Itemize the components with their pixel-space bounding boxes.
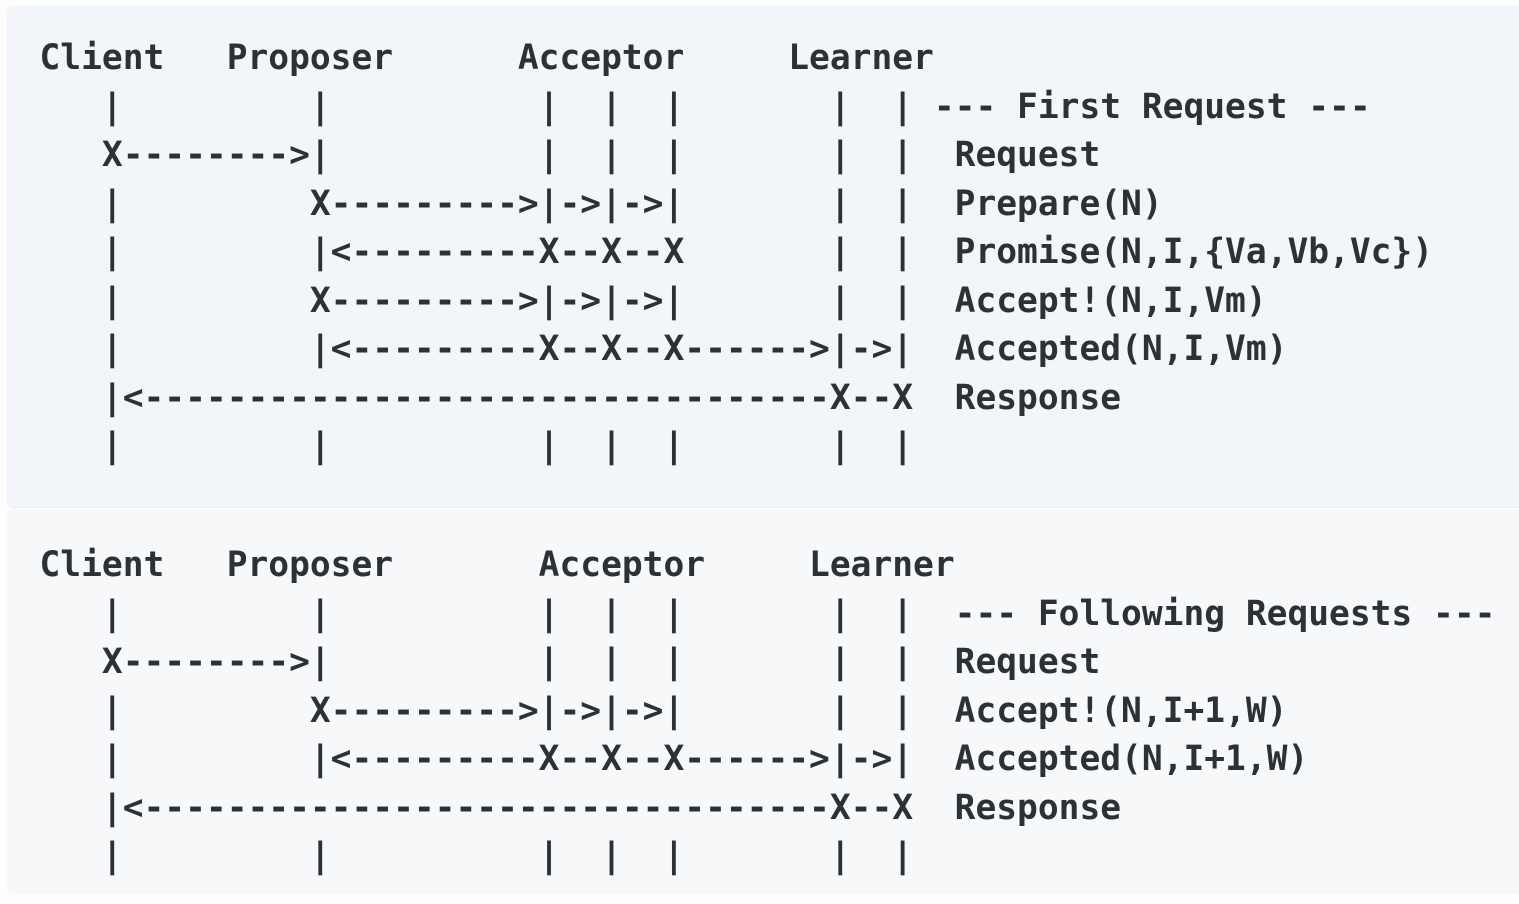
sequence-diagram-first-request: Client Proposer Acceptor Learner | | | |… [39, 38, 1434, 466]
code-block-following-requests: Client Proposer Acceptor Learner | | | |… [7, 509, 1519, 894]
code-block-first-request: Client Proposer Acceptor Learner | | | |… [7, 6, 1519, 508]
sequence-diagram-following-requests: Client Proposer Acceptor Learner | | | |… [39, 545, 1496, 876]
